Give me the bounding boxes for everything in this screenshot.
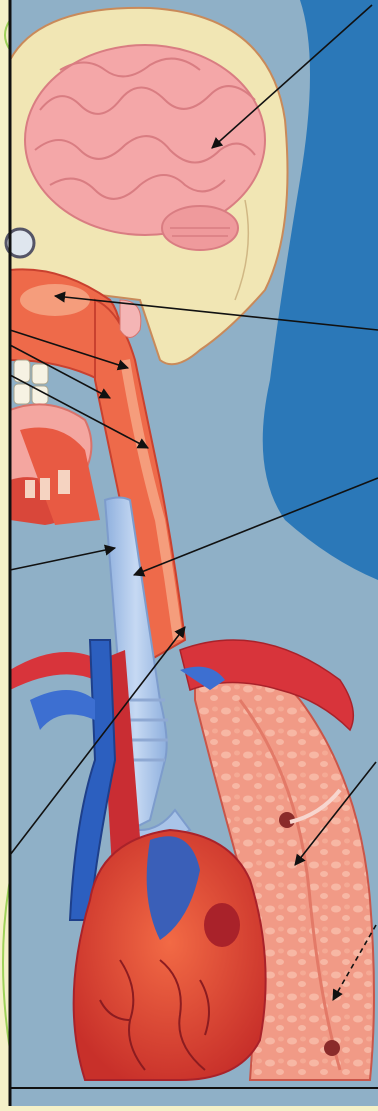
nasal-concha xyxy=(20,284,90,316)
lung-node-2 xyxy=(324,1040,340,1056)
heart-appendage xyxy=(204,903,240,947)
